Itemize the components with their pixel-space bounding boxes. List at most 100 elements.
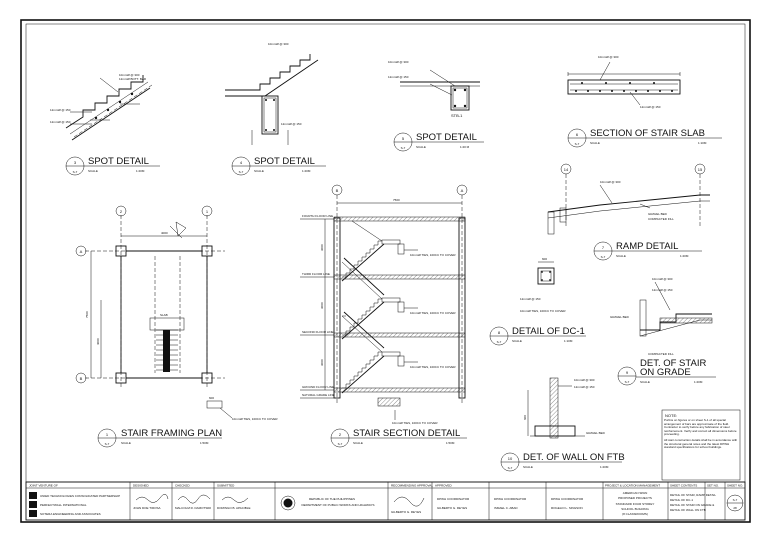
tb-project-4: SCHOOL BUILDING [621, 507, 649, 511]
detail-title-4: 4 S-7 SPOT DETAIL SCALE 1:20M [231, 156, 326, 176]
d5-note-a: 10mmØ @ 300 [388, 60, 409, 64]
tb-checker-signature [177, 494, 211, 504]
d3-note-top: 12mmØ BOTT. BAR [119, 77, 147, 81]
section-grid-b: B [336, 188, 339, 193]
notes-box [661, 409, 741, 481]
svg-text:SCALE: SCALE [416, 145, 426, 149]
section-note-footing: 10mmØ TIES, 100CC TO COVER [392, 421, 438, 425]
svg-text:9: 9 [626, 370, 629, 375]
tb-contents-2: DETAIL OF DC-1 [670, 498, 693, 502]
section-note-1: 10mmØ TIES, 100CC TO COVER [410, 253, 456, 257]
plan-grid-b: B [80, 376, 83, 381]
tb-submitted-label: SUBMITTED [217, 484, 235, 488]
outer-border [20, 19, 751, 523]
svg-text:SECTION OF STAIR SLAB: SECTION OF STAIR SLAB [590, 128, 705, 139]
wall-note-a: 10mmØ @ 300 [574, 378, 595, 382]
detail-1-drawing: 2 1 A B SLAB 4000 7500 [75, 205, 278, 421]
plan-grid-a-bubble [75, 245, 87, 257]
tb-project-1: AMERICAN SPAN [623, 491, 648, 495]
svg-text:SCALE: SCALE [88, 169, 98, 173]
floor-line-3: THIRD FLOOR LINE [302, 272, 330, 276]
detail-10-drawing: 600 10mmØ @ 300 12mmØ @ 150 GRAVEL BED [523, 377, 606, 439]
detail-title-10: 10 S-7 DET. OF WALL ON FTB SCALE 1:20M [500, 452, 625, 472]
detail-6-drawing: 10mmØ @ 300 12mmØ @ 150 [567, 55, 681, 109]
detail-title-9: 9 S-7 DET. OF STAIR ON GRADE SCALE 1:20M [617, 358, 716, 386]
tb-firm-1: UNIED TECHNOLOGIES CONSOLIDATED PARTNERS… [40, 494, 120, 498]
ongrade-note-b: 12mmØ @ 150 [652, 288, 673, 292]
tb-project-label: PROJECT & LOCATION MANAGEMENT [605, 484, 660, 488]
svg-text:S-7: S-7 [625, 380, 630, 384]
section-dim-top: 7500 [393, 198, 400, 202]
svg-text:S-7: S-7 [73, 170, 78, 174]
section-dim-h3: 3000 [320, 359, 324, 366]
detail-title-7: 7 S-7 RAMP DETAIL SCALE 1:20M [593, 241, 702, 261]
ramp-note-c: COMPACTED FILL [648, 217, 674, 221]
plan-note: 10mmØ TIES, 100CC TO COVER [232, 417, 278, 421]
ramp-note-b: GRAVEL BED [648, 212, 668, 216]
d3-note-main2: 12mmØ @ 150 [50, 120, 71, 124]
wall-section [549, 377, 559, 439]
svg-text:4: 4 [240, 160, 243, 165]
svg-text:1:50M: 1:50M [200, 441, 209, 445]
d6-note-bot: 12mmØ @ 150 [640, 105, 661, 109]
svg-text:2: 2 [339, 432, 342, 437]
tb-sheet-no: S-7 [733, 498, 738, 502]
tb-sheet-label: SHEET NO. [727, 484, 743, 488]
tb-recommending-label: RECOMMENDING APPROVAL [391, 484, 433, 488]
svg-text:SCALE: SCALE [121, 441, 131, 445]
svg-text:8: 8 [498, 330, 501, 335]
tb-checked-label: CHECKED [175, 484, 191, 488]
tb-designed-label: DESIGNED [133, 484, 150, 488]
tb-submitter-signature [221, 496, 249, 503]
ramp-note-a: 10mmØ @ 300 [600, 180, 621, 184]
tb-dept: DEPARTMENT OF PUBLIC WORKS AND HIGHWAYS [301, 503, 374, 507]
svg-text:SCALE: SCALE [512, 339, 522, 343]
detail-title-1: 1 S-7 STAIR FRAMING PLAN SCALE 1:50M [97, 428, 222, 448]
tb-designer: JOHN DOE TIROSA [133, 506, 160, 510]
ongrade-note-c: GRAVEL BED [610, 315, 630, 319]
tb-approved-label: APPROVED [435, 484, 453, 488]
d4-beam [261, 95, 279, 135]
detail-3-drawing: 10mmØ @ 300 12mmØ BOTT. BAR 12mmØ @ 150 … [50, 73, 153, 141]
svg-text:5: 5 [402, 136, 405, 141]
svg-text:SCALE: SCALE [254, 169, 264, 173]
detail-8-drawing: 600 12mmØ @ 150 10mmØ TIES, 100CC TO COV… [520, 257, 566, 313]
svg-text:ON GRADE: ON GRADE [640, 367, 691, 378]
plan-grid-1-bubble [201, 205, 213, 217]
svg-text:1:20M: 1:20M [600, 465, 609, 469]
tb-firm-3: SOTERA ENGINEERING AND ASSOCIATES [40, 512, 101, 516]
floor-line-natural: NATURAL GRADE LINE [302, 393, 335, 397]
svg-text:RAMP DETAIL: RAMP DETAIL [616, 241, 678, 252]
floor-line-4: FOURTH FLOOR LINE [302, 214, 333, 218]
svg-text:3: 3 [74, 160, 77, 165]
tb-name-1: GILBERTO G. REYES [437, 506, 467, 510]
wall-dim: 600 [523, 415, 527, 420]
notes-body: Purlins on figures or on sheet S-1 of al… [664, 419, 737, 437]
d4-note-main: 12mmØ @ 150 [281, 122, 302, 126]
svg-text:S-7: S-7 [338, 442, 343, 446]
svg-text:SCALE: SCALE [590, 141, 600, 145]
dc1-note-a: 12mmØ @ 150 [520, 297, 541, 301]
ramp-grid-15: 15 [698, 167, 703, 172]
detail-7-drawing: 14 15 10mmØ @ 300 GRAVEL BED COMPACTED F… [547, 163, 710, 235]
d3-note-main1: 12mmØ @ 150 [50, 108, 71, 112]
plan-dim-left2: 4000 [96, 338, 100, 345]
tb-project-2: PROPOSED PROJECTS [618, 496, 652, 500]
plan-grid-2: 2 [120, 209, 123, 214]
wall-note-gravel: GRAVEL BED [586, 431, 606, 435]
svg-text:SCALE: SCALE [640, 380, 650, 384]
ramp-grid-14: 14 [564, 167, 569, 172]
svg-text:1:20 M: 1:20 M [460, 145, 470, 149]
tb-set-label: SET NO. [707, 484, 719, 488]
svg-text:1:20M: 1:20M [694, 380, 703, 384]
tb-name-2: ISMAEL C. ABAD [494, 506, 518, 510]
detail-9-drawing: 10mmØ @ 300 12mmØ @ 150 GRAVEL BED COMPA… [610, 277, 713, 356]
plan-grid-1: 1 [206, 209, 209, 214]
plan-dim-top: 4000 [161, 231, 168, 235]
tb-checker: MALCOLM R. DAMOTSIDI [175, 506, 211, 510]
tb-contents-4: DETAIL OF WALL ON FTB [670, 508, 706, 512]
svg-text:SCALE: SCALE [523, 465, 533, 469]
svg-text:SCALE: SCALE [616, 254, 626, 258]
svg-text:DET. OF WALL ON FTB: DET. OF WALL ON FTB [523, 452, 625, 463]
svg-text:SCALE: SCALE [353, 441, 363, 445]
